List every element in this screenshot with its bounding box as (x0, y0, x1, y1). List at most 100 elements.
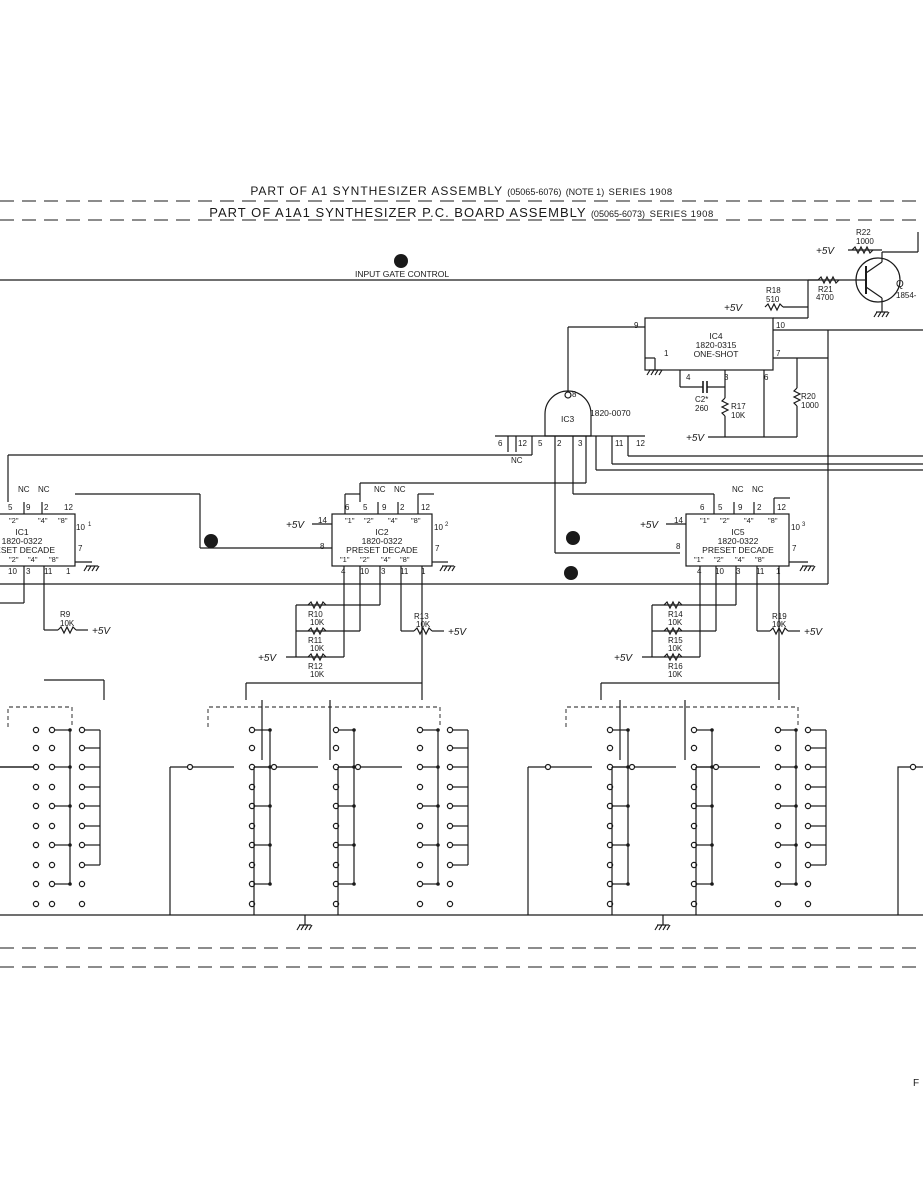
switch-contact (78, 763, 86, 771)
r17-value: 10K (731, 411, 746, 420)
r21-value: 4700 (816, 293, 834, 302)
switch-contact (606, 861, 614, 869)
switch-contact (48, 822, 56, 830)
svg-text:"4": "4" (735, 555, 745, 564)
switch-contact (774, 841, 782, 849)
svg-text:"2": "2" (364, 516, 374, 525)
svg-text:10K: 10K (668, 618, 683, 627)
svg-text:"2": "2" (720, 516, 730, 525)
svg-text:7: 7 (792, 544, 797, 553)
svg-text:1: 1 (664, 349, 669, 358)
svg-text:10K: 10K (310, 644, 325, 653)
switch-contact (416, 861, 424, 869)
svg-text:10: 10 (791, 523, 800, 532)
r17-ref: R17 (731, 402, 746, 411)
assembly-note: (NOTE 1) (565, 187, 605, 197)
svg-text:"8": "8" (49, 555, 59, 564)
svg-text:"8": "8" (400, 555, 410, 564)
switch-contact (48, 744, 56, 752)
switch-contact (606, 900, 614, 908)
svg-text:3: 3 (381, 567, 386, 576)
switch-wiper (354, 763, 362, 771)
switch-contact (48, 841, 56, 849)
switch-contact (32, 880, 40, 888)
svg-text:6: 6 (700, 503, 705, 512)
svg-text:R14: R14 (668, 610, 683, 619)
switch-contact (32, 841, 40, 849)
r9: R9 10K +5V (43, 566, 111, 637)
switch-contact (804, 802, 812, 810)
svg-text:"2": "2" (360, 555, 370, 564)
svg-text:R9: R9 (60, 610, 71, 619)
svg-text:9: 9 (26, 503, 31, 512)
switch-contact (416, 880, 424, 888)
switch-contact (78, 900, 86, 908)
ic1-preset-decade: IC1 1820-0322 RESET DECADE "2" "4" "8" "… (0, 485, 92, 576)
svg-text:"4": "4" (388, 516, 398, 525)
svg-text:2: 2 (557, 439, 562, 448)
svg-text:4: 4 (686, 373, 691, 382)
switch-contact (804, 783, 812, 791)
switch-contact (804, 841, 812, 849)
switch-contact (606, 726, 614, 734)
switch-contact (32, 726, 40, 734)
svg-text:9: 9 (634, 321, 639, 330)
svg-text:10: 10 (8, 567, 17, 576)
svg-text:7: 7 (435, 544, 440, 553)
ic4-one-shot: IC4 1820-0315 ONE-SHOT 9 10 7 1 4 3 6 (634, 317, 785, 382)
ic1-part: 1820-0322 (2, 536, 43, 546)
ic2-pullups: R10 10K R11 10K R12 10K +5V R13 10K +5V (258, 566, 467, 679)
switch-contact (774, 744, 782, 752)
switch-contact (774, 880, 782, 888)
switch-contact (446, 783, 454, 791)
svg-text:9: 9 (738, 503, 743, 512)
ic4-ref: IC4 (709, 331, 723, 341)
c2-ref: C2* (695, 395, 708, 404)
marker-6-label: 6 (398, 257, 403, 267)
ic5-name: PRESET DECADE (702, 545, 774, 555)
switch-contact (446, 763, 454, 771)
ic1-ref: IC1 (15, 527, 29, 537)
switch-deck-outline (207, 706, 441, 727)
svg-text:8: 8 (572, 390, 577, 399)
switch-contact (416, 802, 424, 810)
ic2-preset-decade: IC2 1820-0322 PRESET DECADE "1" "2" "4" … (318, 485, 449, 576)
svg-text:NC: NC (732, 485, 744, 494)
switch-contact (446, 900, 454, 908)
switch-contact (804, 900, 812, 908)
ic4-name: ONE-SHOT (694, 349, 739, 359)
ic5-part: 1820-0322 (718, 536, 759, 546)
svg-text:5: 5 (718, 503, 723, 512)
svg-text:6: 6 (764, 373, 769, 382)
svg-text:2: 2 (44, 503, 49, 512)
switch-contact (804, 880, 812, 888)
svg-text:3: 3 (802, 522, 806, 528)
switch-contact (248, 744, 256, 752)
switch-contact (416, 744, 424, 752)
svg-text:R19: R19 (772, 612, 787, 621)
svg-text:12: 12 (64, 503, 73, 512)
switch-contact (332, 726, 340, 734)
svg-text:6: 6 (498, 439, 503, 448)
svg-text:"8": "8" (411, 516, 421, 525)
ic2-supply: +5V (286, 520, 305, 531)
switch-contact (32, 900, 40, 908)
ic3-nand-gate: 8 IC3 1820-0070 (544, 390, 631, 437)
svg-text:10K: 10K (668, 644, 683, 653)
ic2-part: 1820-0322 (362, 536, 403, 546)
input-gate-control-label: INPUT GATE CONTROL (355, 269, 449, 279)
ic1-name: RESET DECADE (0, 545, 55, 555)
assembly-part-number: (05065-6076) (507, 187, 562, 197)
switch-contact (48, 880, 56, 888)
switch-contact (446, 726, 454, 734)
switch-contact (690, 822, 698, 830)
svg-text:2: 2 (445, 522, 449, 528)
r20 (792, 387, 802, 407)
switch-contact (416, 841, 424, 849)
ic3-ref: IC3 (561, 414, 575, 424)
switch-contact (416, 783, 424, 791)
switch-contact (48, 763, 56, 771)
svg-text:10K: 10K (668, 670, 683, 679)
switch-contact (690, 726, 698, 734)
switch-contact (248, 726, 256, 734)
